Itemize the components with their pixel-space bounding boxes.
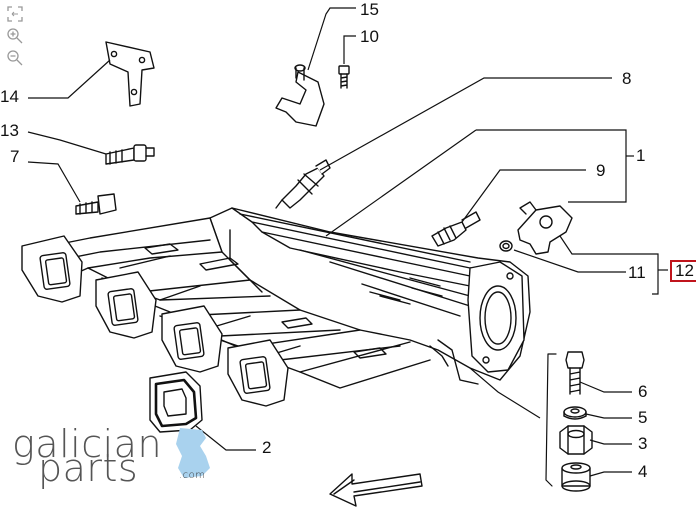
zoom-in-button[interactable] bbox=[4, 26, 26, 46]
callout-13[interactable]: 13 bbox=[0, 121, 19, 140]
zoom-out-button[interactable] bbox=[4, 48, 26, 68]
zoom-in-icon bbox=[7, 28, 23, 44]
callout-3[interactable]: 3 bbox=[638, 434, 648, 453]
fit-view-button[interactable] bbox=[4, 4, 26, 24]
callout-15[interactable]: 15 bbox=[360, 0, 379, 19]
o-ring bbox=[499, 240, 513, 252]
callout-4[interactable]: 4 bbox=[638, 462, 648, 481]
logo-map-shape bbox=[176, 428, 210, 478]
callout-7[interactable]: 7 bbox=[10, 147, 20, 166]
spacer bbox=[561, 462, 591, 492]
intake-manifold bbox=[209, 207, 531, 385]
callout-8[interactable]: 8 bbox=[622, 69, 632, 88]
stud-13 bbox=[105, 144, 155, 165]
leader-lines bbox=[27, 7, 668, 477]
direction-arrow bbox=[329, 473, 423, 507]
idle-valve bbox=[517, 201, 573, 255]
hardware-group-bracket bbox=[545, 353, 557, 487]
galicianparts-logo: galician parts .com bbox=[12, 422, 212, 490]
nut bbox=[559, 425, 593, 455]
callout-10[interactable]: 10 bbox=[360, 27, 379, 46]
bolt-6 bbox=[565, 351, 585, 395]
temperature-sensor bbox=[275, 159, 331, 209]
bolt-10 bbox=[338, 65, 350, 89]
fit-icon bbox=[7, 6, 23, 22]
callout-12[interactable]: 12 bbox=[670, 260, 696, 282]
callout-11[interactable]: 11 bbox=[628, 263, 646, 282]
callout-14[interactable]: 14 bbox=[0, 87, 19, 106]
intake-runners bbox=[39, 217, 431, 389]
bolt-7 bbox=[75, 193, 117, 215]
callout-6[interactable]: 6 bbox=[638, 382, 648, 401]
callout-2[interactable]: 2 bbox=[262, 438, 272, 457]
callout-9[interactable]: 9 bbox=[596, 161, 606, 180]
callout-1[interactable]: 1 bbox=[636, 146, 646, 165]
vacuum-fitting bbox=[431, 211, 481, 247]
logo-word-bottom: parts bbox=[38, 446, 139, 490]
bracket bbox=[105, 41, 155, 107]
port-gasket bbox=[149, 371, 203, 433]
washer bbox=[563, 406, 587, 420]
zoom-out-icon bbox=[7, 50, 23, 66]
port-flanges bbox=[21, 235, 289, 407]
callout-5[interactable]: 5 bbox=[638, 408, 648, 427]
logo-suffix: .com bbox=[179, 470, 206, 481]
logo-word-top: galician bbox=[12, 422, 163, 466]
sensor-bracket bbox=[275, 64, 325, 127]
